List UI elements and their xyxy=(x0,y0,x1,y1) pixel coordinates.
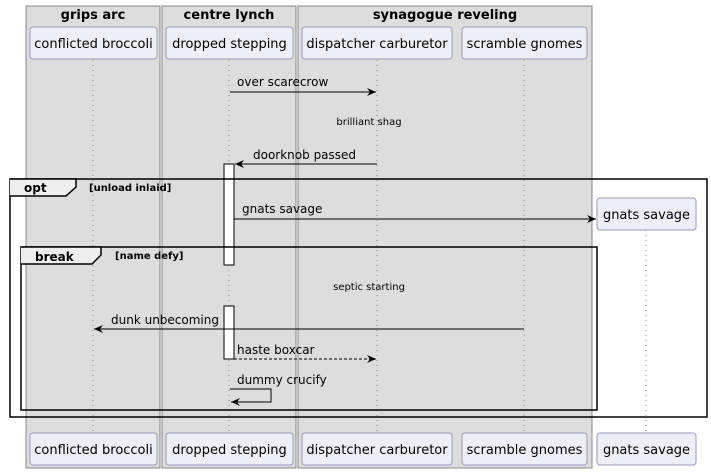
participant-conflicted-broccoli-top[interactable]: conflicted broccoli xyxy=(29,26,158,60)
message-over-scarecrow[interactable]: over scarecrow xyxy=(230,75,376,96)
participant-label: gnats savage xyxy=(603,208,690,223)
message-label: gnats savage xyxy=(242,202,322,216)
message-label: doorknob passed xyxy=(253,148,356,162)
frame-break: break [name defy] xyxy=(20,246,598,411)
message-doorknob-passed[interactable]: doorknob passed xyxy=(235,148,377,168)
divider-label: septic starting xyxy=(333,282,405,293)
message-label: haste boxcar xyxy=(237,343,315,357)
activation-bar xyxy=(223,305,235,360)
frame-condition: [unload inlaid] xyxy=(89,183,171,194)
participant-label: scramble gnomes xyxy=(467,37,583,52)
participant-gnats-savage-top[interactable]: gnats savage xyxy=(596,197,697,231)
frame-condition: [name defy] xyxy=(115,251,184,262)
participant-dropped-stepping-top[interactable]: dropped stepping xyxy=(165,26,294,60)
participant-label: dropped stepping xyxy=(172,443,287,458)
participant-label: dispatcher carburetor xyxy=(306,443,448,458)
divider-label: brilliant shag xyxy=(336,117,401,128)
message-label: dunk unbecoming xyxy=(111,313,219,327)
frame-keyword: opt xyxy=(24,181,47,195)
participant-label: conflicted broccoli xyxy=(34,37,153,52)
group-synagogue-reveling: synagogue reveling xyxy=(297,5,593,469)
participant-label: conflicted broccoli xyxy=(34,443,153,458)
participant-label: dropped stepping xyxy=(172,37,287,52)
participant-label: gnats savage xyxy=(603,443,690,458)
participant-dropped-stepping-bottom[interactable]: dropped stepping xyxy=(165,432,294,466)
group-title: centre lynch xyxy=(184,8,275,23)
message-dunk-unbecoming[interactable]: dunk unbecoming xyxy=(94,313,524,333)
participant-conflicted-broccoli-bottom[interactable]: conflicted broccoli xyxy=(29,432,158,466)
message-label: over scarecrow xyxy=(237,75,328,89)
participant-dispatcher-carburetor-top[interactable]: dispatcher carburetor xyxy=(301,26,453,60)
message-gnats-savage[interactable]: gnats savage xyxy=(234,202,596,223)
participant-label: scramble gnomes xyxy=(467,443,583,458)
participant-label: dispatcher carburetor xyxy=(306,37,448,52)
participant-scramble-gnomes-top[interactable]: scramble gnomes xyxy=(461,26,588,60)
frame-opt: opt [unload inlaid] xyxy=(9,178,708,418)
frame-keyword: break xyxy=(35,250,75,264)
activation-bar xyxy=(223,163,235,266)
group-title: grips arc xyxy=(61,8,126,23)
message-haste-boxcar[interactable]: haste boxcar xyxy=(234,343,376,363)
participant-scramble-gnomes-bottom[interactable]: scramble gnomes xyxy=(461,432,588,466)
participant-gnats-savage-bottom[interactable]: gnats savage xyxy=(596,432,697,466)
message-dummy-crucify[interactable]: dummy crucify xyxy=(230,373,327,406)
participant-dispatcher-carburetor-bottom[interactable]: dispatcher carburetor xyxy=(301,432,453,466)
message-label: dummy crucify xyxy=(237,373,327,387)
group-title: synagogue reveling xyxy=(373,8,517,23)
